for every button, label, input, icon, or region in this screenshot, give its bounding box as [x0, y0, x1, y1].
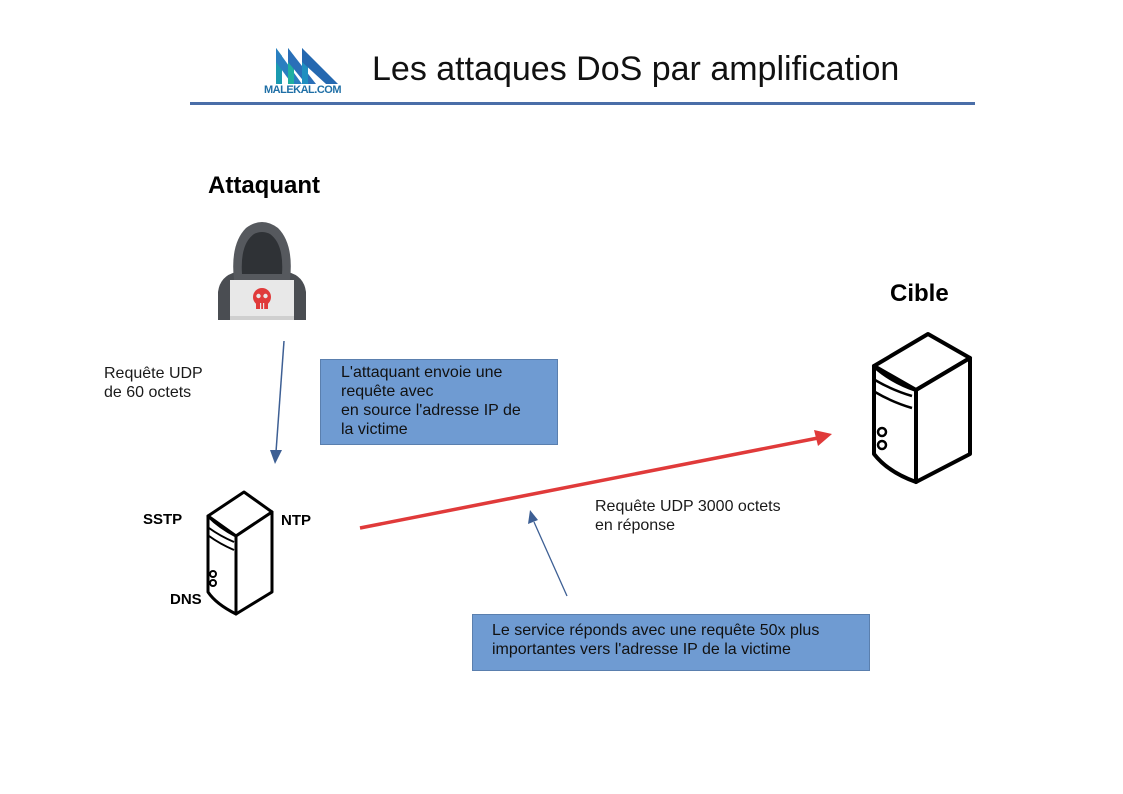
small-request-label: Requête UDP de 60 octets	[104, 364, 203, 402]
spoof-note-line: la victime	[341, 421, 408, 438]
amplified-response-label: Requête UDP 3000 octets en réponse	[595, 497, 781, 535]
amplify-note: Le service réponds avec une requête 50x …	[472, 614, 870, 671]
service-label-dns: DNS	[170, 591, 202, 608]
small-request-line-2: de 60 octets	[104, 384, 192, 401]
small-request-line-1: Requête UDP	[104, 365, 203, 382]
title-divider	[190, 102, 975, 105]
amplifier-server-icon	[200, 486, 280, 618]
response-line-1: Requête UDP 3000 octets	[595, 498, 781, 515]
service-label-ntp: NTP	[281, 512, 311, 529]
malekal-logo	[262, 46, 356, 98]
amplify-note-line: Le service réponds avec une requête 50x …	[492, 622, 820, 639]
logo-text: MALEKAL.COM	[264, 84, 342, 96]
target-label: Cible	[890, 280, 949, 307]
hooded-hacker-icon	[214, 214, 310, 322]
response-line-2: en réponse	[595, 517, 676, 534]
amplify-note-line: importantes vers l'adresse IP de la vict…	[492, 641, 791, 658]
spoof-note-line: en source l'adresse IP de	[341, 402, 521, 419]
note-pointer-arrow	[528, 510, 568, 597]
target-server-icon	[866, 326, 976, 486]
attacker-label: Attaquant	[208, 172, 320, 199]
amplified-response-arrow	[359, 430, 832, 530]
spoof-note: L'attaquant envoie une requête avec en s…	[320, 359, 558, 445]
page-title: Les attaques DoS par amplification	[372, 50, 900, 88]
spoof-note-line: L'attaquant envoie une	[341, 364, 503, 381]
spoof-note-line: requête avec	[341, 383, 434, 400]
request-arrow	[270, 340, 285, 464]
service-label-sstp: SSTP	[143, 511, 183, 528]
